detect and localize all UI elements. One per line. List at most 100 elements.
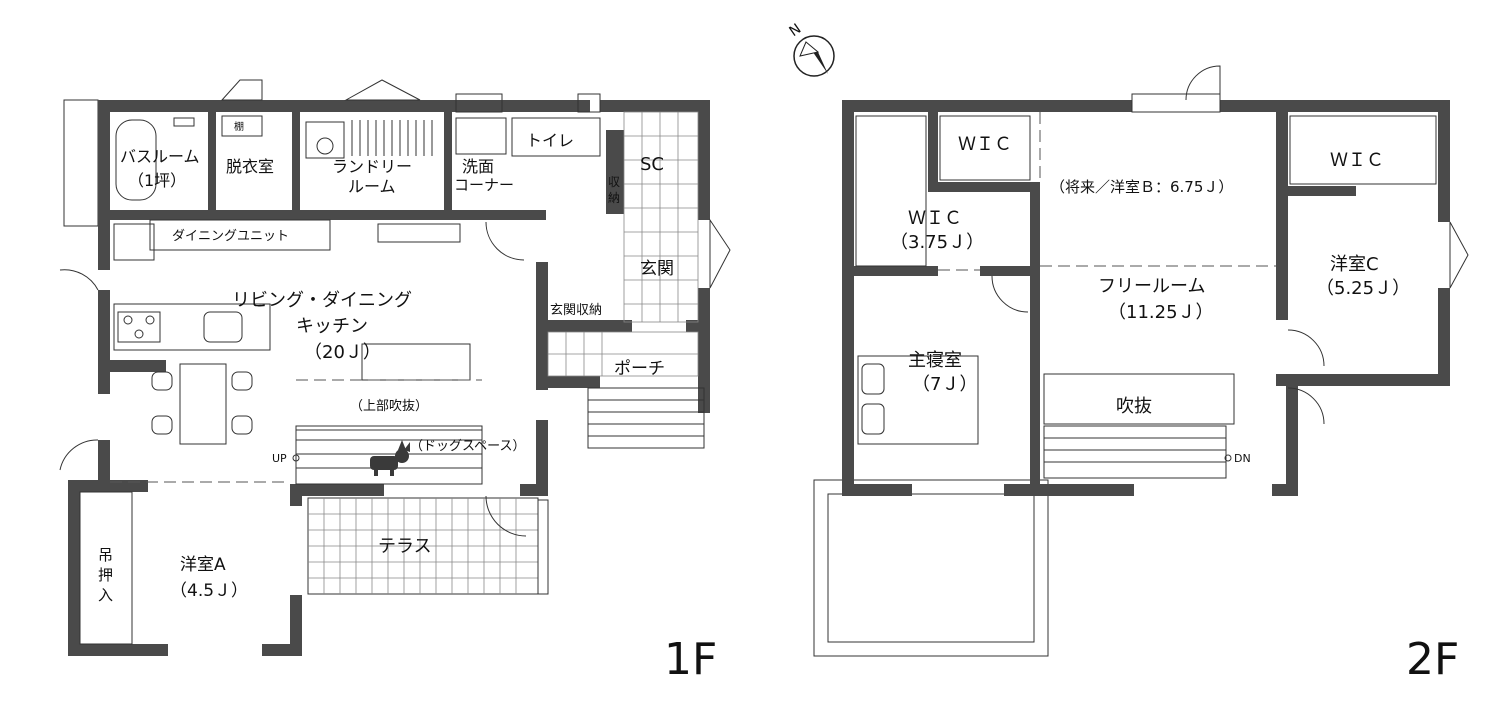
wall-laundry-divider	[444, 112, 452, 210]
label-entrance: 玄関	[640, 259, 674, 279]
label-closet-1: 吊	[98, 546, 113, 564]
balcony-inner	[827, 493, 1035, 643]
label-closet-2: 押	[98, 566, 113, 584]
wic-shelf-top	[939, 115, 1031, 181]
wall-2f-right-upper	[1438, 100, 1450, 222]
wall-left-lower	[98, 440, 110, 480]
label-sc: SC	[640, 154, 664, 175]
kitchen-sink	[203, 311, 243, 343]
label-storage-2: 納	[608, 191, 620, 205]
dining-chair	[151, 371, 173, 391]
label-wic-left-2: （3.75Ｊ）	[890, 232, 984, 253]
window-2f-bay	[1449, 221, 1469, 289]
terrace-fence	[537, 499, 549, 595]
floor-2-plan	[813, 65, 1469, 657]
label-dressing: 脱衣室	[226, 157, 274, 176]
wall-2f-master-top-right	[980, 266, 1040, 276]
label-ldk-3: （20Ｊ）	[304, 342, 381, 363]
compass-label: N	[786, 21, 804, 40]
bathtub	[115, 119, 157, 201]
dining-chair	[231, 415, 253, 435]
label-bath: バスルーム	[120, 147, 200, 166]
label-wic-right: ＷＩＣ	[1330, 150, 1384, 171]
wall-right-upper	[698, 100, 710, 220]
toilet-room-box	[511, 117, 601, 157]
wall-2f-right-lower	[1286, 378, 1298, 496]
shelf-box	[221, 115, 263, 137]
door-swing	[485, 495, 527, 537]
door-swing	[59, 269, 99, 291]
door-swing	[59, 439, 99, 471]
door-swing	[991, 275, 1029, 313]
dn-marker	[1224, 454, 1232, 462]
wall-2f-left	[842, 100, 854, 496]
label-up: UP	[272, 452, 287, 465]
wall-2f-wic-left-bottom	[842, 266, 938, 276]
label-western-c-1: 洋室C	[1330, 254, 1379, 275]
label-laundry-2: ルーム	[348, 177, 396, 196]
label-wic-left-1: ＷＩＣ	[908, 208, 962, 229]
wall-left-upper	[98, 100, 110, 270]
floor-2-title: 2F	[1406, 634, 1459, 685]
pillow	[861, 363, 885, 395]
wall-top	[98, 100, 590, 112]
label-porch: ポーチ	[614, 359, 665, 379]
label-terrace: テラス	[378, 536, 432, 557]
wall-2f-wic-bottom	[928, 182, 1038, 192]
wall-western-left	[68, 480, 80, 656]
label-void: 吹抜	[1116, 396, 1152, 417]
label-entrance-storage: 玄関収納	[550, 303, 602, 318]
label-western-c-2: （5.25Ｊ）	[1316, 278, 1410, 299]
floor-1-labels: バスルーム （1坪） 棚 脱衣室 ランドリー ルーム 洗面 コーナー トイレ 収…	[98, 120, 674, 604]
porch-tiles	[547, 331, 699, 377]
wall-2f-c-bottom	[1276, 374, 1450, 386]
label-washroom-2: コーナー	[454, 176, 514, 194]
label-laundry-1: ランドリー	[332, 157, 412, 176]
door-swing	[1287, 329, 1325, 367]
dog-icon	[370, 440, 410, 476]
label-dn: DN	[1234, 452, 1251, 465]
wall-2f-bottom-left	[842, 484, 912, 496]
wall-left-stub	[98, 372, 110, 394]
wall-2f-right-mid	[1438, 288, 1450, 386]
porch-steps	[587, 387, 705, 449]
label-master-1: 主寝室	[908, 350, 962, 371]
wic-shelf-right	[1289, 115, 1437, 185]
label-bath-size: （1坪）	[128, 171, 186, 190]
label-dog-space: （ドッグスペース）	[410, 439, 525, 454]
burner-icon	[145, 315, 155, 325]
wall-western-top	[68, 480, 148, 492]
wall-2f-wic-left-right	[1030, 182, 1040, 276]
wic-shelf-left	[855, 115, 927, 267]
staircase-2f	[1043, 425, 1227, 479]
wall-stair-bottom	[290, 484, 384, 496]
floor-2-labels: ＷＩＣ ＷＩＣ （3.75Ｊ） （将来／洋室Ｂ：6.75Ｊ） フリールーム （1…	[890, 134, 1410, 465]
wall-2f-top-right	[1220, 100, 1450, 112]
wall-entrance-bottom	[686, 320, 710, 332]
dining-unit-counter	[149, 219, 331, 251]
exterior-fence	[63, 99, 99, 227]
dining-chair	[231, 371, 253, 391]
window-bay-2	[344, 79, 421, 101]
compass-icon: N	[786, 21, 835, 77]
staircase	[295, 425, 483, 485]
wall-right-porch	[698, 288, 710, 413]
label-free-1: フリールーム	[1098, 276, 1205, 297]
floor-1-title: 1F	[664, 634, 717, 685]
label-future: （将来／洋室Ｂ：6.75Ｊ）	[1050, 178, 1233, 196]
wall-left-mid	[98, 290, 110, 360]
floor-1-plan	[59, 79, 731, 656]
burner-icon	[134, 329, 144, 339]
wall-2f-top-left	[842, 100, 1132, 112]
label-washroom-1: 洗面	[462, 157, 494, 176]
label-storage-1: 収	[608, 175, 620, 189]
wall-top-right	[600, 100, 710, 112]
label-master-2: （7Ｊ）	[912, 374, 977, 395]
label-western-a: 洋室A	[180, 555, 226, 575]
label-toilet: トイレ	[526, 131, 574, 150]
entrance-tiles	[623, 111, 699, 323]
wall-entrance-storage	[536, 320, 632, 332]
window-bay-entrance	[709, 218, 731, 289]
laundry-rack	[351, 120, 433, 156]
wall-porch-bottom	[536, 376, 600, 388]
